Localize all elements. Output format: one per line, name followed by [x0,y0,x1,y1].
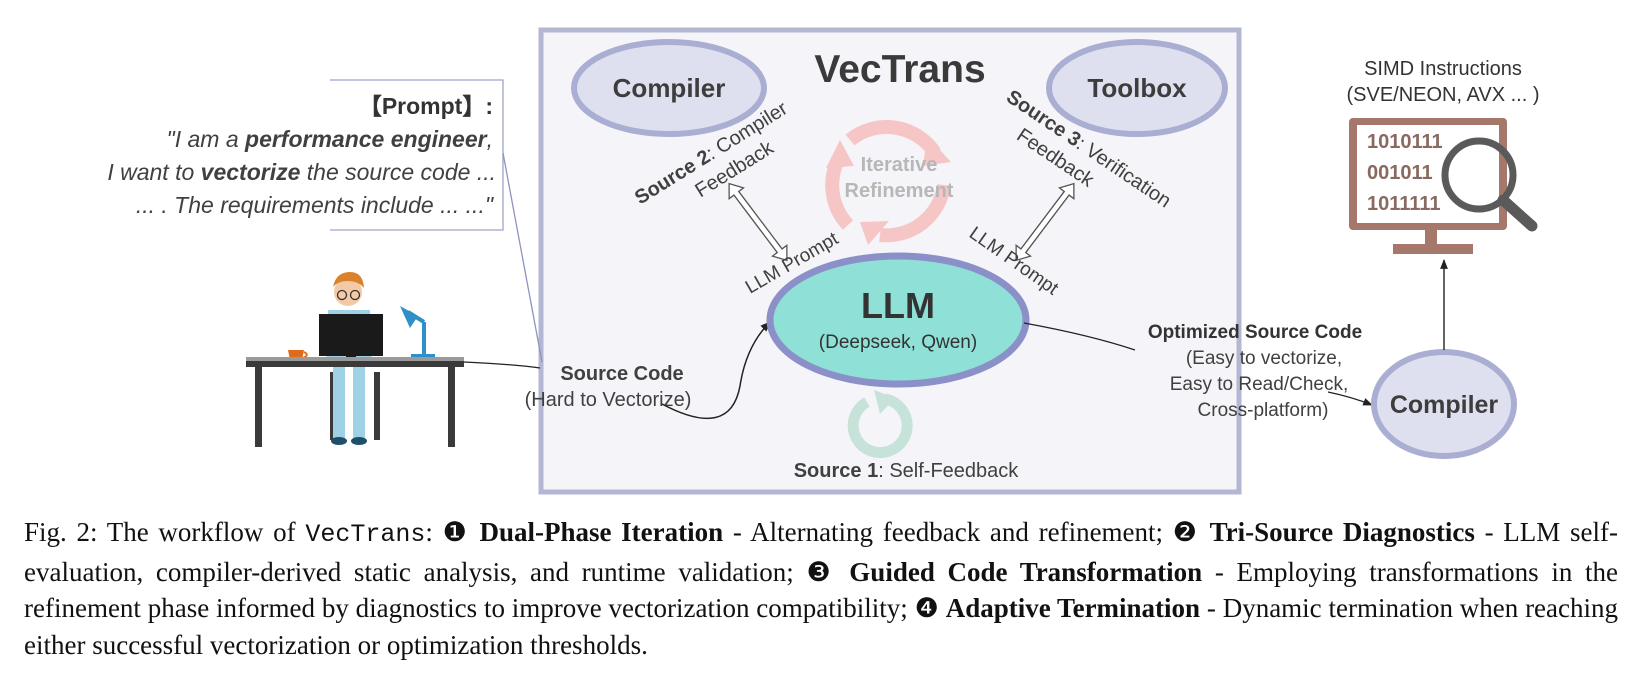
source-to-llm-arrow [661,321,771,420]
optimized-line-1: (Easy to vectorize, [1186,348,1342,369]
caption-system-name: VecTrans [305,520,426,549]
desk-connector [463,361,541,369]
llm-ellipse [766,252,1030,388]
iterative-label: Iterative [861,154,938,176]
source-code-subtitle: (Hard to Vectorize) [525,389,692,411]
simd-row-2: 001011 [1367,162,1433,184]
optimized-title: Optimized Source Code [1148,322,1362,343]
compiler-right-label: Compiler [1390,391,1499,419]
compiler-ellipse-top [571,39,767,137]
compiler-llm-double-arrow [728,182,788,262]
figure-caption: Fig. 2: The workflow of VecTrans: ❶ Dual… [24,517,1619,660]
compiler-top-label: Compiler [613,73,726,103]
vectrans-title: VecTrans [814,48,985,91]
prompt-box: 【Prompt】: "I am a performance engineer, … [107,79,504,231]
llm-to-optimized-connector [1023,322,1136,351]
llm-title: LLM [861,285,935,326]
source-1-label: Source 1: Self-Feedback [794,460,1020,482]
simd-subtitle: (SVE/NEON, AVX ... ) [1346,84,1539,106]
llm-models: (Deepseek, Qwen) [819,332,977,353]
source-code-title: Source Code [560,363,683,385]
developer-at-desk-illustration [246,272,464,447]
simd-row-3: 1011111 [1367,193,1440,215]
simd-row-1: 1010111 [1367,131,1443,153]
compiler-ellipse-right [1371,349,1517,459]
prompt-line-2: I want to vectorize the source code ... [107,159,496,185]
simd-title: SIMD Instructions [1364,58,1522,80]
refinement-label: Refinement [845,180,954,202]
magnifier-icon [1441,137,1538,232]
optimized-to-compiler-arrow [1327,391,1373,406]
prompt-heading: 【Prompt】: [359,93,493,119]
prompt-line-3: ... . The requirements include ... ..." [136,192,495,218]
workflow-diagram: 【Prompt】: "I am a performance engineer, … [107,27,1540,495]
toolbox-ellipse [1046,39,1228,137]
optimized-line-2: Easy to Read/Check, [1170,374,1348,395]
prompt-line-1: "I am a performance engineer, [167,126,493,152]
prompt-connector [502,152,543,363]
self-feedback-arrow-icon [847,390,913,458]
toolbox-llm-double-arrow [1015,182,1075,262]
toolbox-label: Toolbox [1087,73,1187,103]
optimized-line-3: Cross-platform) [1198,400,1329,421]
